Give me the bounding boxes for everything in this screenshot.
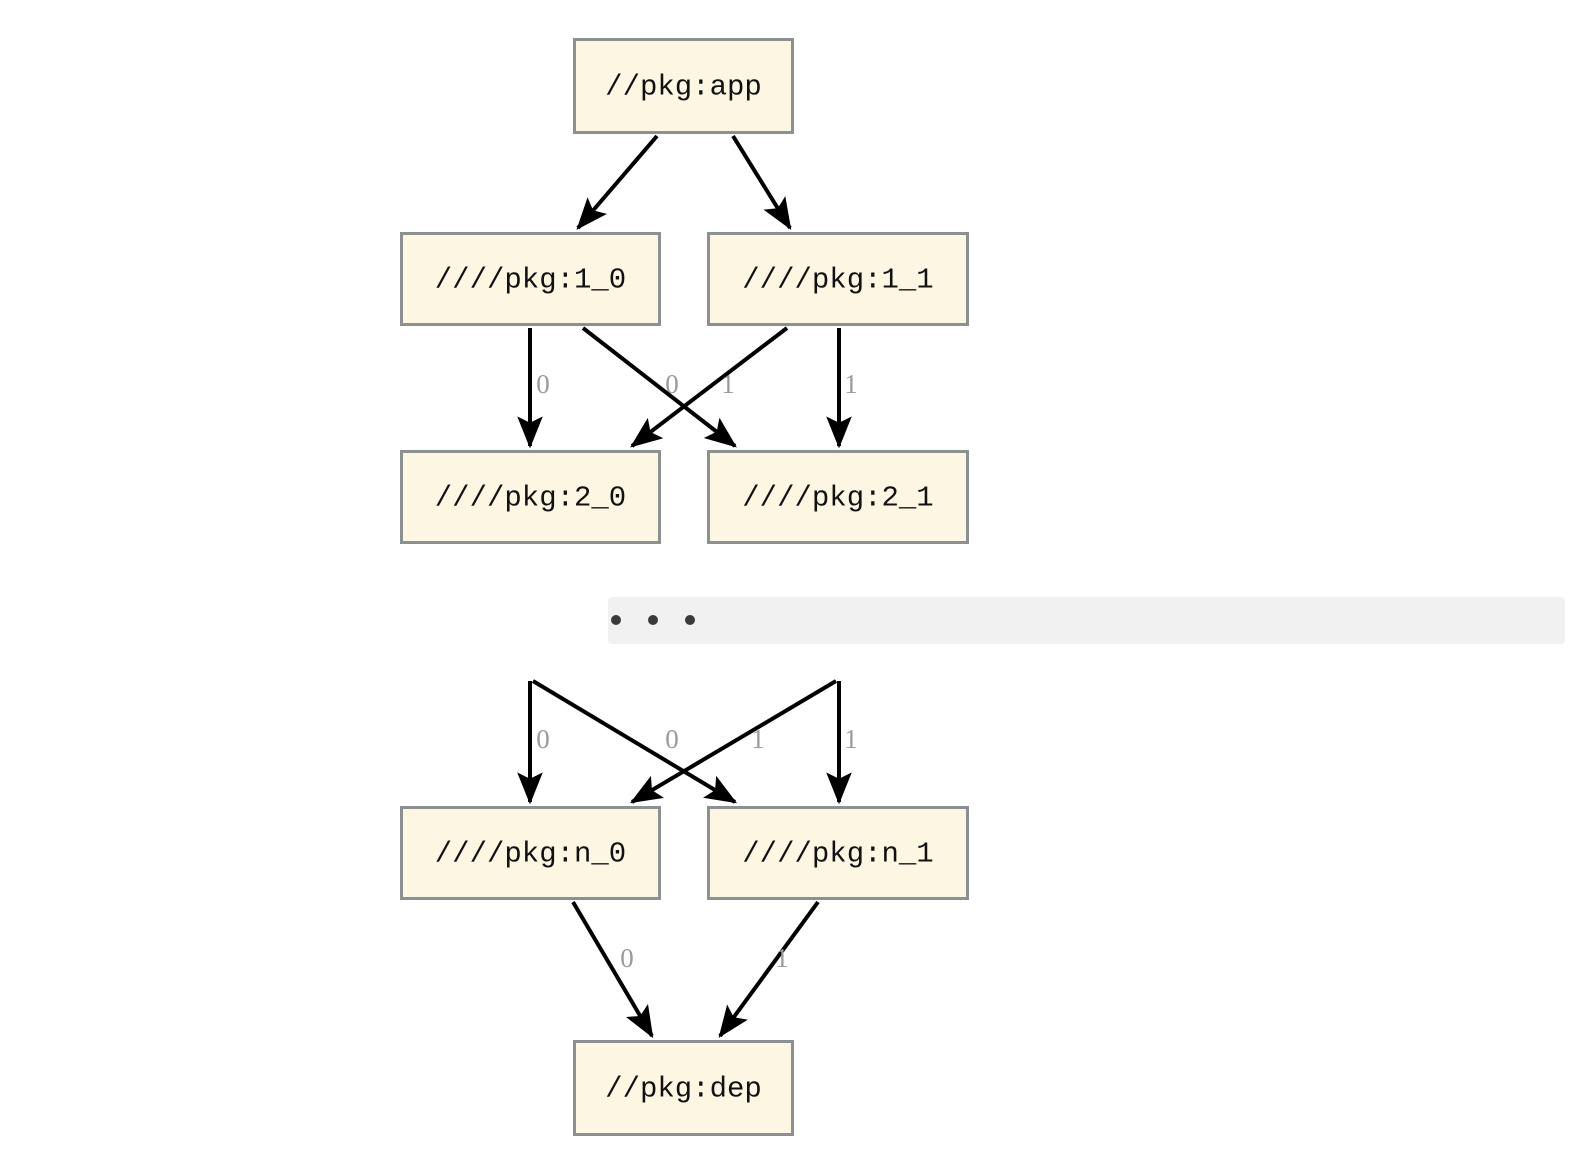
node-label: ////pkg:n_1: [742, 838, 933, 871]
edge-label: 1: [721, 369, 735, 399]
edge-arrow: [731, 134, 792, 231]
edge-layer: 0 0 1 1 0 0 1 1 0 1: [517, 134, 858, 1039]
graph-edge: 0: [531, 679, 738, 804]
node-label: //pkg:app: [605, 71, 762, 104]
node-box[interactable]: [707, 450, 969, 544]
graph-edge: 0: [581, 326, 737, 448]
node-label: ////pkg:2_0: [435, 482, 626, 515]
edge-label: 1: [844, 369, 858, 399]
edge-arrow: [718, 900, 820, 1038]
edge-label: 1: [751, 724, 765, 754]
node-box[interactable]: [573, 1040, 794, 1136]
ellipsis-band: [608, 597, 1565, 644]
graph-node-ln_0[interactable]: ////pkg:n_0: [400, 806, 661, 900]
node-box[interactable]: [707, 806, 969, 900]
node-box[interactable]: [400, 806, 661, 900]
graph-edge: 1: [630, 326, 789, 448]
edge-label: 0: [536, 369, 550, 399]
node-box[interactable]: [400, 232, 661, 326]
node-box[interactable]: [400, 450, 661, 544]
graph-edge: 1: [718, 900, 820, 1038]
graph-edge: 1: [629, 679, 838, 804]
edge-label: 0: [536, 724, 550, 754]
node-layer: //pkg:app ////pkg:1_0 ////pkg:1_1 ////pkg:2…: [400, 38, 969, 1136]
node-label: ////pkg:1_1: [742, 264, 933, 297]
node-label: ////pkg:2_1: [742, 482, 933, 515]
node-label: ////pkg:1_0: [435, 264, 626, 297]
graph-node-ln_1[interactable]: ////pkg:n_1: [707, 806, 969, 900]
graph-node-l1_1[interactable]: ////pkg:1_1: [707, 232, 969, 326]
ellipsis-dot: [648, 615, 658, 625]
node-label: //pkg:dep: [605, 1073, 762, 1106]
node-box[interactable]: [573, 38, 794, 134]
edge-arrow: [630, 326, 789, 448]
edge-label: 1: [775, 943, 789, 973]
edge-arrow: [581, 326, 737, 448]
edge-arrow: [629, 679, 838, 804]
edge-label: 1: [844, 724, 858, 754]
graph-edge: [576, 134, 659, 230]
ellipsis-band-layer: [608, 597, 1565, 644]
graph-node-l2_0[interactable]: ////pkg:2_0: [400, 450, 661, 544]
graph-edge: [731, 134, 792, 231]
edge-arrow: [571, 900, 654, 1039]
graph-edge: 1: [826, 328, 858, 449]
graph-node-dep[interactable]: //pkg:dep: [573, 1040, 794, 1136]
graph-edge: 1: [826, 681, 858, 805]
graph-edge: 0: [571, 900, 654, 1039]
ellipsis-dot: [685, 615, 695, 625]
node-box[interactable]: [707, 232, 969, 326]
edge-arrow: [531, 679, 738, 804]
edge-label: 0: [665, 369, 679, 399]
graph-node-l1_0[interactable]: ////pkg:1_0: [400, 232, 661, 326]
edge-label: 0: [665, 724, 679, 754]
edge-label: 0: [620, 943, 634, 973]
graph-node-app[interactable]: //pkg:app: [573, 38, 794, 134]
graph-node-l2_1[interactable]: ////pkg:2_1: [707, 450, 969, 544]
node-label: ////pkg:n_0: [435, 838, 626, 871]
ellipsis-dot: [611, 615, 621, 625]
edge-arrow: [576, 134, 659, 230]
graph-edge: 0: [517, 328, 550, 449]
graph-edge: 0: [517, 681, 550, 805]
